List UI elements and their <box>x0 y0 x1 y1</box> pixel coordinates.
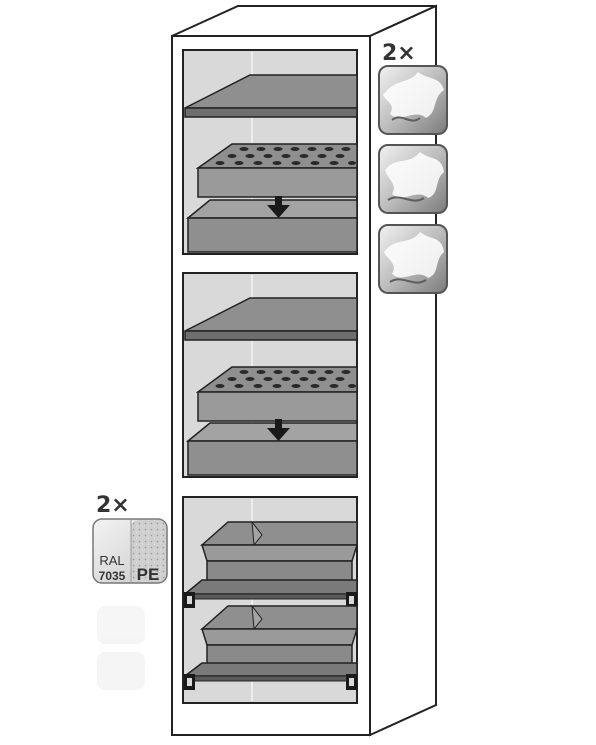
compartment-lower <box>182 496 359 704</box>
stone-texture-tile-icon <box>378 144 448 214</box>
compartment-middle <box>182 272 358 478</box>
compartment-upper <box>182 49 358 255</box>
pull-out-drawer <box>182 604 359 690</box>
tile-quantity-label: 2× <box>382 41 416 66</box>
pull-out-drawer <box>182 520 359 608</box>
down-arrow-icon <box>267 196 290 218</box>
faded-accessory-icon <box>97 606 145 690</box>
stone-texture-tile-icon <box>378 224 448 294</box>
perforated-insert <box>195 143 358 198</box>
material-label: PE <box>137 565 160 584</box>
ral-color-swatch-icon: RAL 7035 PE <box>92 518 168 584</box>
perforated-insert <box>195 366 358 422</box>
down-arrow-icon <box>267 419 290 441</box>
ral-label: RAL <box>99 553 124 568</box>
stone-texture-tile-icon <box>378 65 448 135</box>
ral-quantity-label: 2× <box>96 493 130 518</box>
ral-code: 7035 <box>99 569 126 583</box>
